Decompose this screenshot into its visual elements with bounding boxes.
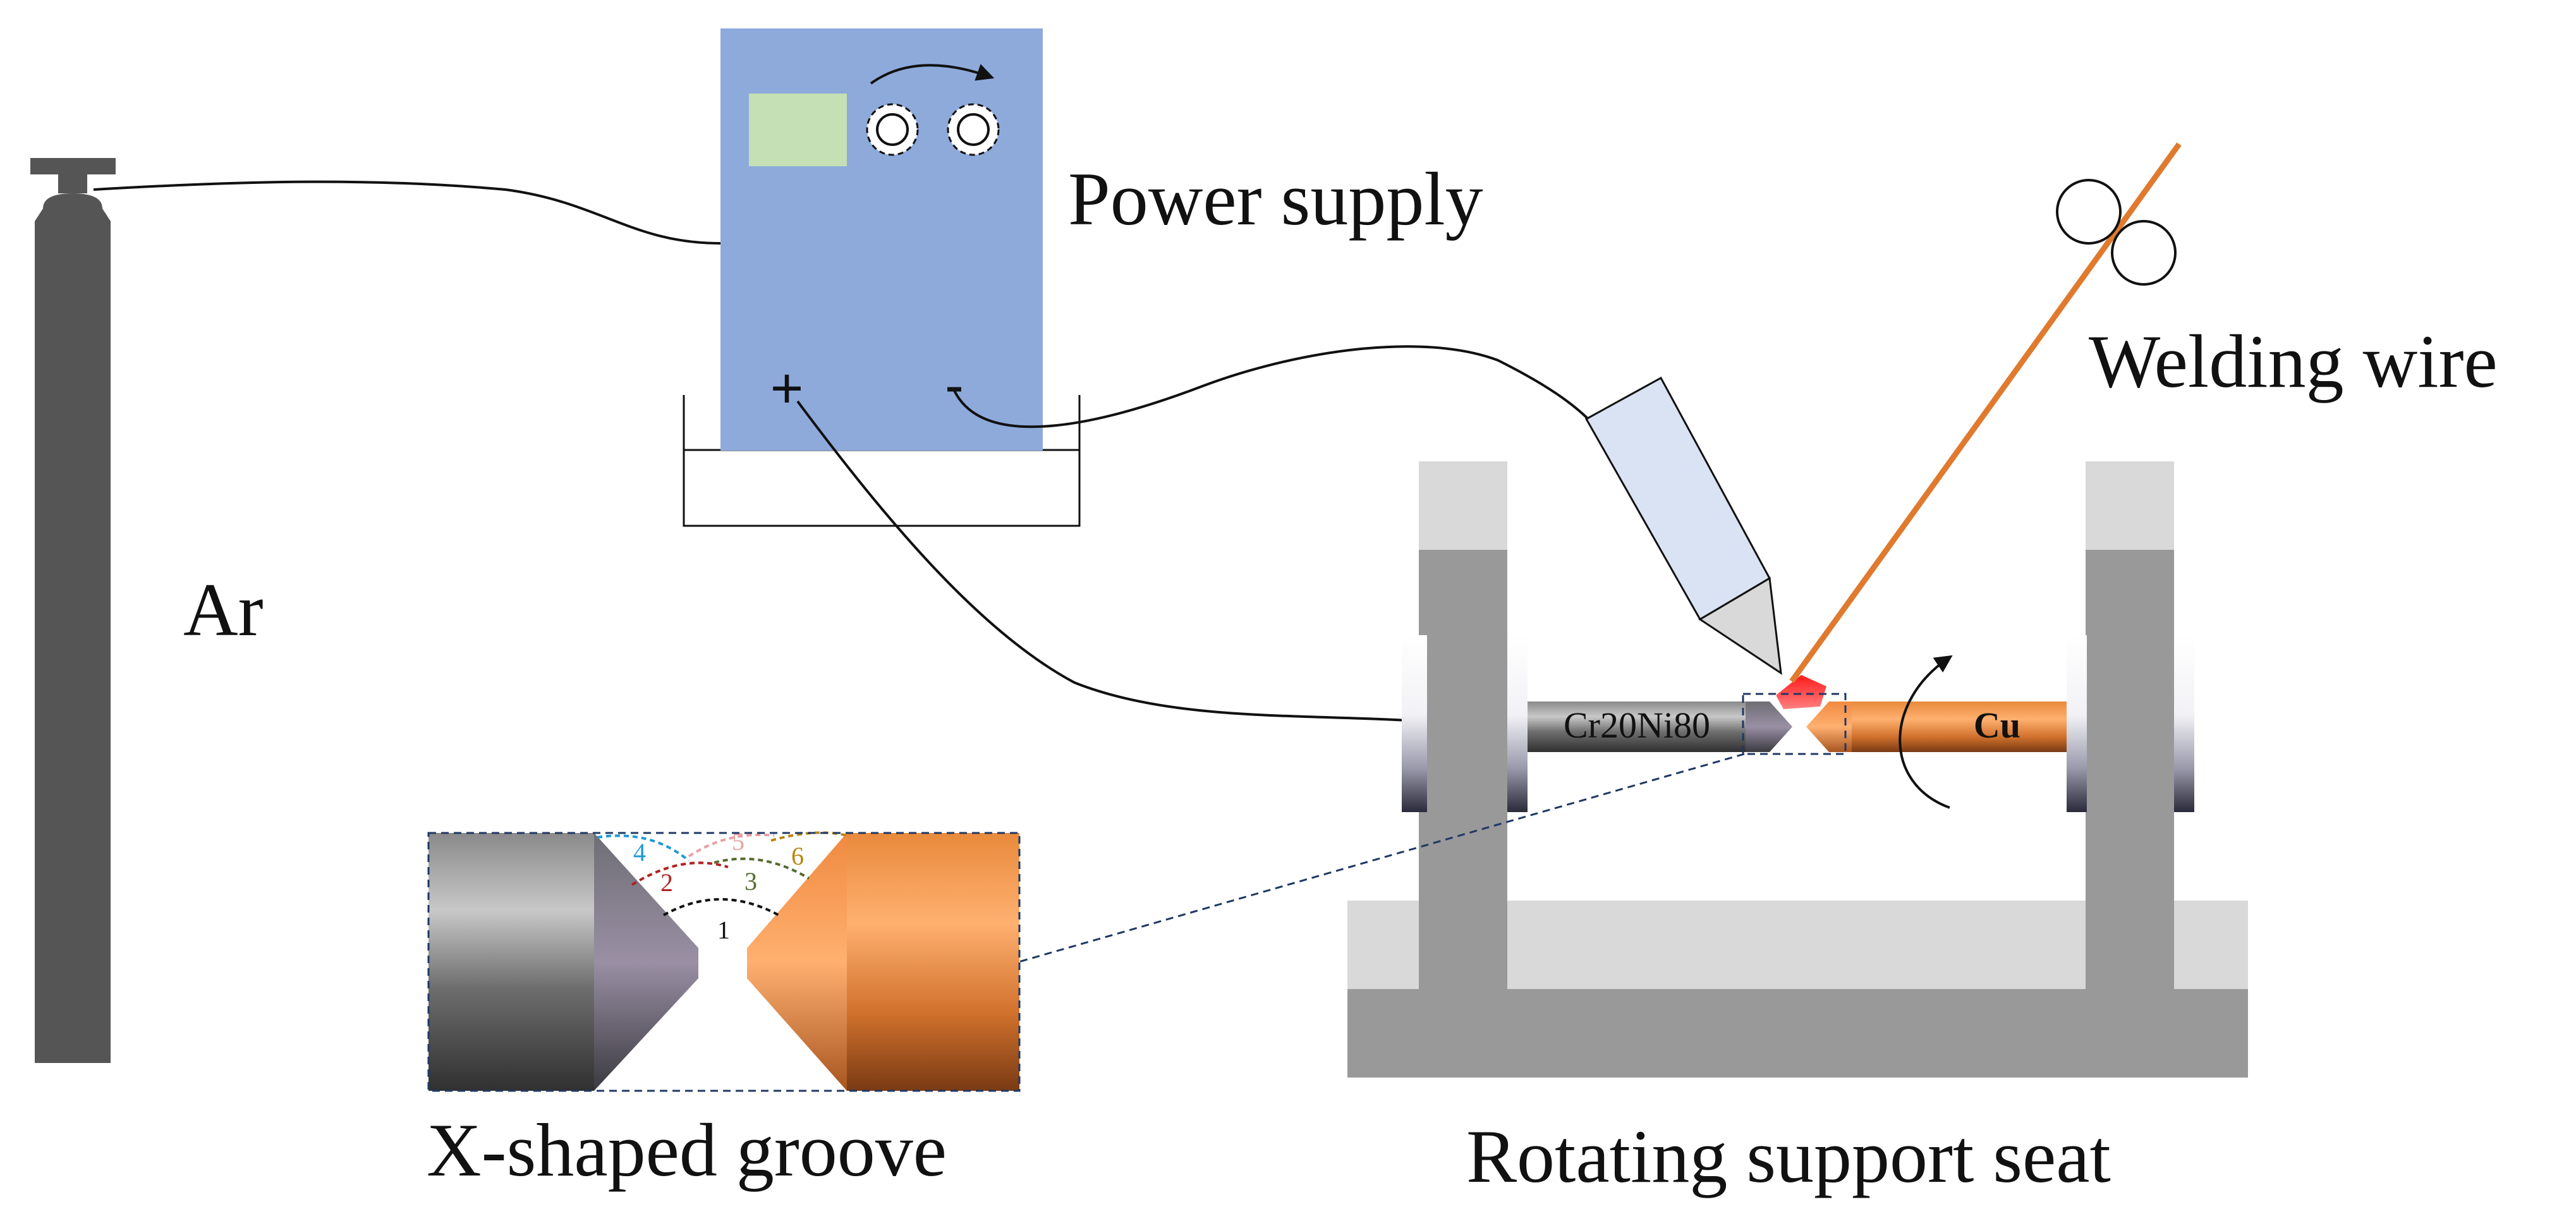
welding-wire (1789, 142, 2182, 683)
weld-pass-2-line (631, 861, 729, 886)
groove-detail-frame (427, 832, 1021, 1092)
seat-right-post (2086, 550, 2174, 992)
weld-pass-6-line (770, 831, 848, 842)
weld-pass-3-line (714, 857, 810, 880)
welding-torch (1584, 376, 1782, 676)
power-knob-left (866, 103, 919, 156)
weld-pass-6-label: 6 (791, 842, 804, 870)
weld-pass-5-line (688, 833, 775, 858)
negative-terminal: - (945, 354, 964, 417)
weld-pass-4-label: 4 (633, 838, 646, 866)
left-chuck-disc-inner (1507, 635, 1528, 812)
cr20ni80-bar (1528, 702, 1792, 752)
knob-rotate-arrow (870, 64, 995, 85)
gas-label: Ar (183, 568, 264, 652)
left-chuck-disc (1402, 635, 1427, 812)
wire-feed-roller-bottom (2111, 220, 2177, 286)
power-supply (683, 28, 1081, 527)
groove-label: X-shaped groove (427, 1108, 947, 1192)
cr20ni80-label: Cr20Ni80 (1564, 705, 1710, 746)
ground-cable (796, 400, 1409, 722)
groove-detail: 1 2 3 4 5 6 (427, 827, 1021, 1092)
welding-wire-label: Welding wire (2089, 319, 2498, 403)
weld-arc (1776, 675, 1826, 709)
positive-terminal: + (770, 357, 804, 420)
cu-label: Cu (1974, 705, 2020, 746)
torch-cable (953, 345, 1591, 428)
power-supply-label: Power supply (1068, 157, 1483, 241)
seat-base-front (1347, 989, 2248, 1078)
weld-pass-4-line (597, 834, 690, 862)
weld-pass-3-label: 3 (744, 867, 757, 896)
groove-steel-body (428, 833, 594, 1091)
weld-pass-1-label: 1 (717, 916, 730, 944)
power-knob-right (947, 103, 1000, 156)
power-supply-base (683, 395, 1081, 527)
support-seat-label: Rotating support seat (1466, 1114, 2111, 1198)
wire-feed-roller-top (2056, 179, 2122, 245)
seat-left-post (1419, 550, 1507, 992)
argon-cylinder (30, 158, 116, 1063)
joint-detail-marker (1742, 693, 1847, 755)
right-chuck-disc (2174, 635, 2194, 812)
groove-copper-body (847, 833, 1019, 1091)
copper-bar (1806, 702, 2067, 752)
groove-copper-bevel (747, 833, 847, 1091)
right-chuck-disc-inner (2067, 635, 2087, 812)
support-seat (1347, 461, 2248, 1078)
rotation-arrow (1899, 655, 1953, 809)
groove-steel-bevel (594, 833, 698, 1091)
gas-hose (93, 180, 721, 245)
power-supply-display (749, 94, 847, 166)
weld-pass-2-label: 2 (660, 868, 673, 897)
weld-pass-5-label: 5 (732, 827, 744, 856)
power-supply-body (720, 28, 1043, 451)
